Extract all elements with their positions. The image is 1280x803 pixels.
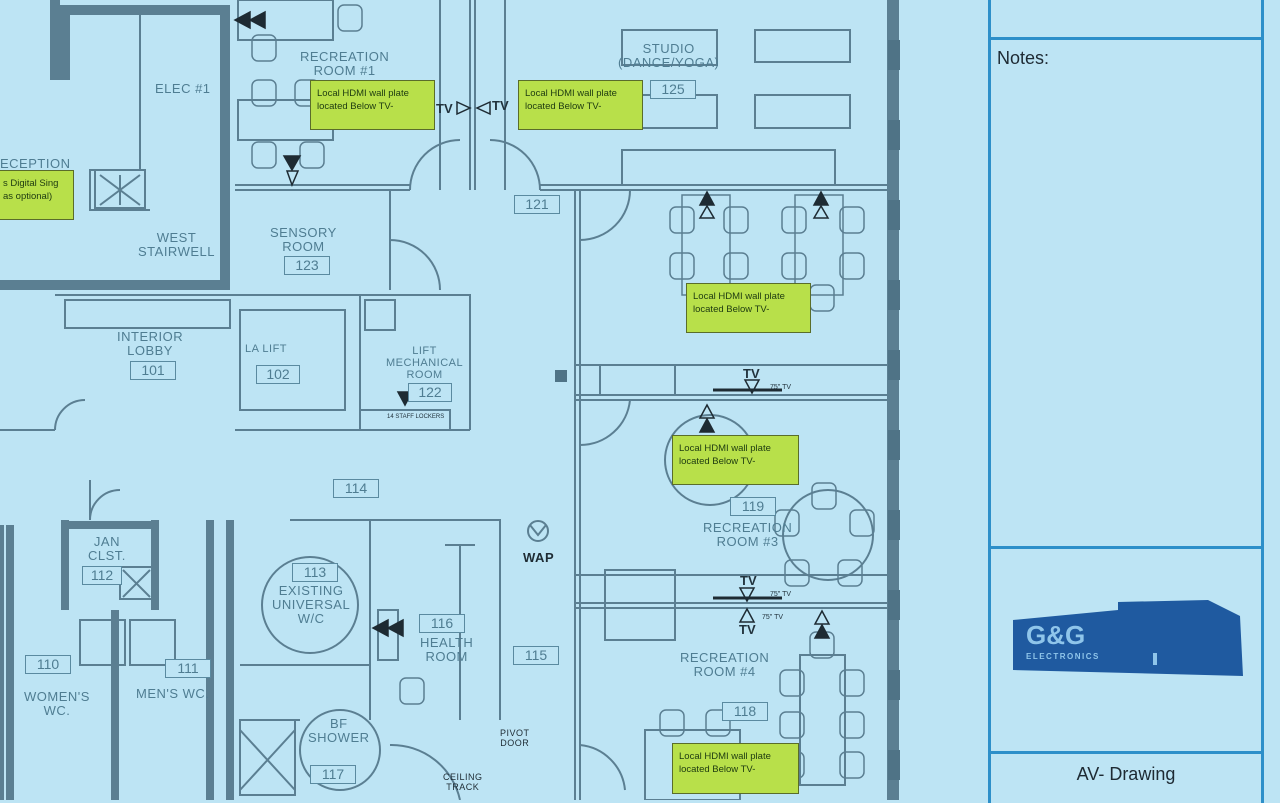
room-label-elec: ELEC #1	[155, 81, 211, 96]
hdmi-note: Local HDMI wall plate located Below TV-	[672, 743, 799, 794]
logo-cell	[988, 546, 1264, 754]
tv-label: TV	[743, 366, 760, 381]
drawing-title-cell	[988, 751, 1264, 803]
room-label-west-stairwell: WEST STAIRWELL	[138, 230, 215, 259]
room-number: 118	[722, 702, 768, 721]
room-label-bf-shower: BF SHOWER	[308, 716, 370, 745]
room-label-reception: ECEPTION	[0, 156, 71, 171]
room-label-lift-mech: LIFT MECHANICAL ROOM	[386, 345, 464, 381]
room-number: 102	[256, 365, 300, 384]
logo-subtext: ELECTRONICS	[1026, 652, 1100, 661]
pivot-door-label: PIVOT DOOR	[500, 728, 530, 748]
room-label-jan: JAN CLST.	[88, 534, 126, 563]
room-number: 111	[165, 659, 211, 678]
room-number: 113	[292, 563, 338, 582]
tv-label: TV	[492, 98, 509, 113]
room-label-rec1: RECREATION ROOM #1	[300, 49, 390, 78]
tv-size-label: 75" TV	[770, 591, 792, 598]
room-label-lobby: INTERIOR LOBBY	[117, 329, 184, 358]
wap-label: WAP	[523, 550, 555, 565]
tv-size-label: 75" TV	[770, 384, 792, 391]
room-label-existing-wc: EXISTING UNIVERSAL W/C	[272, 583, 351, 626]
room-label-mens: MEN'S WC.	[136, 686, 210, 701]
room-label-studio: STUDIO (DANCE/YOGA)	[618, 41, 720, 70]
room-label-rec3: RECREATION ROOM #3	[703, 520, 793, 549]
room-number: 122	[408, 383, 452, 402]
room-number: 125	[650, 80, 696, 99]
ceiling-track-label: CEILING TRACK	[443, 772, 483, 792]
room-label-womens: WOMEN'S WC.	[24, 689, 90, 718]
logo-text: G&G	[1026, 620, 1085, 650]
room-label-sensory: SENSORY ROOM	[270, 225, 337, 254]
room-label-health: HEALTH ROOM	[420, 635, 474, 664]
lockers-label: 14 STAFF LOCKERS	[387, 414, 445, 420]
notes-cell	[988, 37, 1264, 549]
room-number: 116	[419, 614, 465, 633]
gg-electronics-logo: G&G ELECTRONICS	[1013, 600, 1243, 676]
digital-signage-note: s Digital Sing as optional)	[0, 170, 74, 220]
room-number: 110	[25, 655, 71, 674]
room-number: 121	[514, 195, 560, 214]
hdmi-note: Local HDMI wall plate located Below TV-	[686, 283, 811, 333]
title-block-panel: Notes: G&G ELECTRONICS AV- Drawing	[988, 0, 1280, 803]
floor-plan-lines	[0, 0, 900, 800]
hdmi-note: Local HDMI wall plate located Below TV-	[518, 80, 643, 130]
tv-size-label: 75" TV	[762, 614, 784, 621]
drawing-title: AV- Drawing	[1076, 764, 1176, 784]
floor-plan: RECREATION ROOM #1 ELEC #1 ECEPTION WEST…	[0, 0, 900, 800]
room-number: 114	[333, 479, 379, 498]
panel-top-cell	[988, 0, 1264, 40]
hdmi-note: Local HDMI wall plate located Below TV-	[672, 435, 799, 485]
room-number: 119	[730, 497, 776, 516]
notes-label: Notes:	[997, 48, 1050, 68]
room-label-rec4: RECREATION ROOM #4	[680, 650, 770, 679]
room-label-lift: LA LIFT	[245, 343, 288, 355]
room-number: 112	[82, 566, 122, 585]
tv-label: TV	[739, 622, 756, 637]
hdmi-note: Local HDMI wall plate located Below TV-	[310, 80, 435, 130]
room-number: 117	[310, 765, 356, 784]
tv-label: TV	[436, 101, 453, 116]
tv-label: TV	[740, 573, 757, 588]
room-number: 123	[284, 256, 330, 275]
room-number: 101	[130, 361, 176, 380]
room-number: 115	[513, 646, 559, 665]
